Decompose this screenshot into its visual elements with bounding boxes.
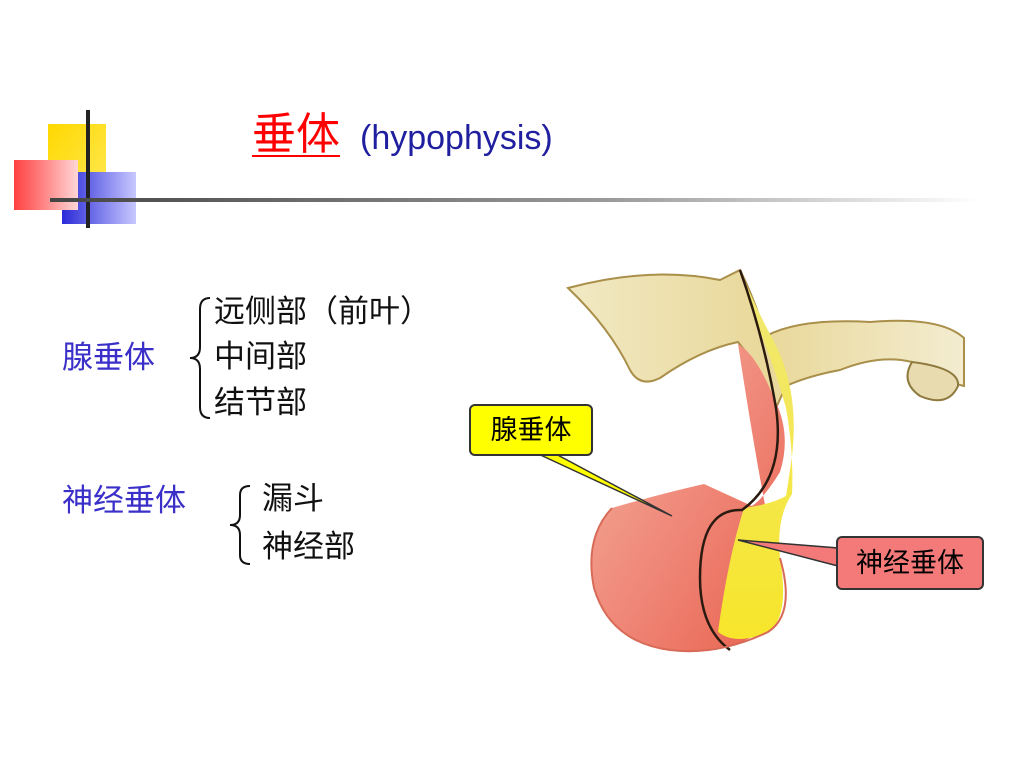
adenohypophysis-part: 结节部 [214,385,307,421]
pituitary-illustration [566,268,965,653]
title-chinese: 垂体 [252,109,340,160]
pars-intermedia-cleft [698,269,780,652]
gland-outline [590,507,787,653]
callout-neuro-text: 神经垂体 [856,547,964,579]
optic-chiasm [906,360,960,402]
title-english: (hypophysis) [360,119,553,157]
neurohypophysis-part: 神经部 [262,529,355,565]
neurohypophysis-part: 漏斗 [262,481,324,517]
header-rule [50,198,980,202]
slide-title: 垂体 (hypophysis) [252,98,553,168]
deco-red-square [14,160,78,210]
neurohypophysis-brace [229,485,251,565]
callout-adeno-text: 腺垂体 [490,414,572,446]
neurohypophysis-label: 神经垂体 [62,483,186,519]
adenohypophysis-part: 中间部 [214,339,307,375]
adenohypophysis-label: 腺垂体 [62,340,155,376]
callout-adenohypophysis: 腺垂体 [469,404,593,456]
callout-neurohypophysis: 神经垂体 [836,536,984,590]
adenohypophysis-part: 远侧部（前叶） [214,294,431,330]
deco-vertical-bar [86,110,90,228]
adenohypophysis-brace [189,297,211,419]
